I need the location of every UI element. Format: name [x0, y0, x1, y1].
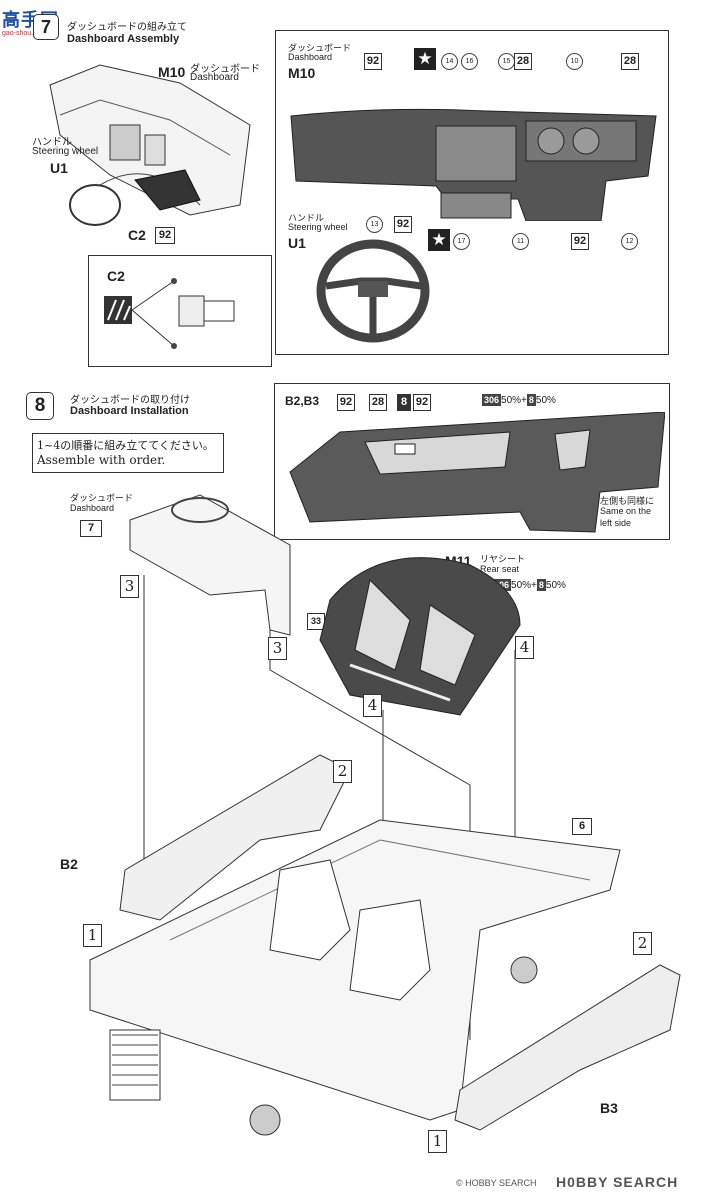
c2-inset-panel: C2 [88, 255, 272, 367]
detail-part-14: 14 [441, 53, 458, 70]
chassis-assembly-drawing [89, 494, 681, 1136]
detail-u1-code: U1 [288, 235, 306, 251]
m10-code: M10 [158, 64, 186, 80]
m10-label-en: Dashboard [190, 72, 239, 83]
logo-text: H0BBY SEARCH [556, 1174, 679, 1190]
detail-m10-code: M10 [288, 65, 316, 81]
step7-badge: 7 [33, 14, 59, 40]
detail8-color-92b: 92 [413, 394, 431, 411]
detail-part-16: 16 [461, 53, 478, 70]
detail-part-17: 17 [453, 233, 470, 250]
order-box-4-left: 4 [363, 694, 382, 717]
detail-m10-jp: ダッシュボード [288, 44, 352, 54]
detail-b2b3-code: B2,B3 [285, 394, 320, 408]
rear-seat-jp: リヤシート [480, 555, 526, 565]
side-note-en-1: Same on the [600, 506, 652, 516]
step8-title-jp: ダッシュボードの取り付け [70, 395, 190, 406]
dashboard-m10-drawing [290, 108, 657, 221]
u1-label-en: Steering wheel [32, 146, 99, 157]
order-box-2-right: 2 [633, 932, 652, 955]
order-note-en: Assemble with order. [37, 453, 166, 467]
detail-u1-en: Steering wheel [288, 222, 348, 232]
step6-ref: 6 [572, 818, 592, 835]
detail-part-10: 10 [566, 53, 583, 70]
step7-number: 7 [40, 17, 51, 37]
c2-part-drawing [104, 278, 235, 349]
steering-wheel-drawing [316, 239, 430, 343]
rear-mix-8: 8 [536, 579, 546, 591]
step7-dashboard-illustration [49, 64, 251, 226]
order-box-3-right: 3 [268, 637, 287, 660]
detail-part-12: 12 [621, 233, 638, 250]
color-92-tag: 92 [155, 227, 175, 244]
order-box-4-right: 4 [515, 636, 534, 659]
detail-part-13: 13 [366, 216, 383, 233]
step8-number: 8 [34, 395, 46, 416]
detail-part-15: 15 [498, 53, 515, 70]
rear-seat-en: Rear seat [480, 564, 520, 574]
dash-label-jp: ダッシュボード [70, 494, 134, 504]
detail8-color-92a: 92 [337, 394, 355, 411]
order-box-3-left: 3 [120, 575, 139, 598]
watermark-url: gao-shou.com [2, 30, 47, 37]
c2-inset-code: C2 [107, 268, 125, 284]
dash-label-en: Dashboard [70, 503, 115, 513]
step8-title-en: Dashboard Installation [70, 405, 189, 417]
side-note-en-2: left side [600, 518, 632, 528]
star-icon-2: ★ [428, 229, 450, 251]
side-note-jp: 左側も同様に [600, 494, 655, 507]
order-box-1-left: 1 [83, 924, 102, 947]
detail-m10-en: Dashboard [288, 52, 333, 62]
u1-code: U1 [50, 160, 68, 176]
dash-step-ref: 7 [80, 520, 102, 537]
order-box-1-bottom: 1 [428, 1130, 447, 1153]
mix-pct-a: 50%+ [501, 395, 527, 406]
step8-badge: 8 [26, 392, 54, 420]
detail-color-92a: 92 [364, 53, 382, 70]
mix-pct-b: 50% [535, 395, 556, 406]
c2-code: C2 [128, 227, 146, 243]
mix-306: 306 [482, 394, 502, 406]
detail-u1-jp: ハンドル [288, 214, 325, 224]
star-icon: ★ [414, 48, 436, 70]
detail-color-28a: 28 [514, 53, 532, 70]
detail8-color-28: 28 [369, 394, 387, 411]
order-note-jp: 1~4の順番に組み立ててください。 [37, 439, 214, 452]
u1-label-jp: ハンドル [32, 137, 72, 148]
mix-8: 8 [526, 394, 536, 406]
step7-title-jp: ダッシュボードの組み立て [67, 22, 187, 33]
order-box-2-top: 2 [333, 760, 352, 783]
step7-title-en: Dashboard Assembly [67, 33, 180, 45]
order-note-box: 1~4の順番に組み立ててください。 Assemble with order. [32, 433, 224, 473]
b3-code: B3 [600, 1100, 618, 1116]
hobby-search-logo: H0BBY SEARCH [556, 1174, 678, 1190]
rear-mix-pct-a: 50%+ [511, 580, 537, 591]
detail-color-28b: 28 [621, 53, 639, 70]
detail-part-11: 11 [512, 233, 529, 250]
detail-color-92b: 92 [571, 233, 589, 250]
step7-detail-panel: ダッシュボード Dashboard M10 ★ 92 14 16 15 28 1… [275, 30, 669, 355]
detail-color-92c: 92 [394, 216, 412, 233]
copyright-mark: © HOBBY SEARCH [456, 1178, 537, 1188]
m10-label-jp: ダッシュボード [190, 64, 260, 75]
detail8-color-8: 8 [397, 394, 411, 411]
rear-mix-pct-b: 50% [545, 580, 566, 591]
door-panel-drawing [289, 412, 665, 533]
b2-code: B2 [60, 856, 78, 872]
